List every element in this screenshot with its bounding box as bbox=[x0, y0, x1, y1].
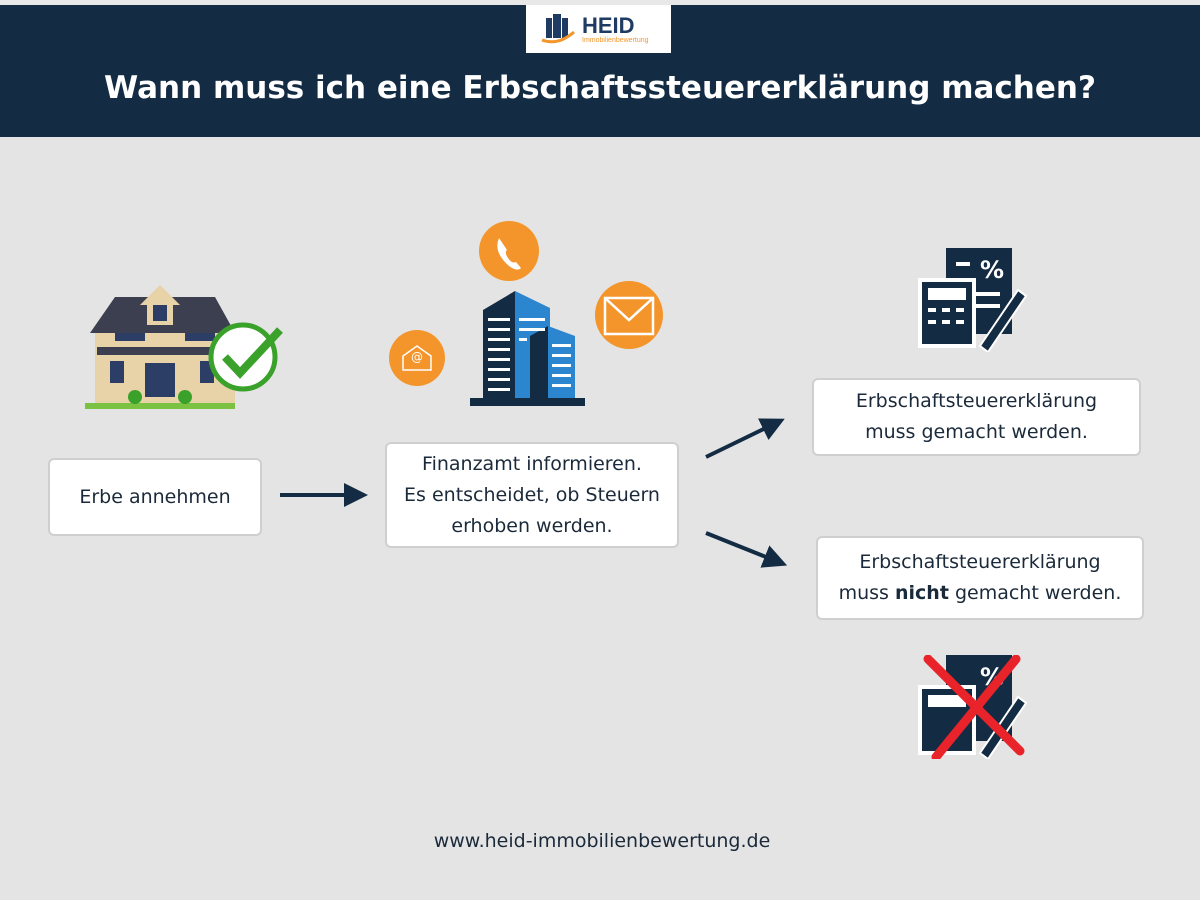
outcome-not-required-line2: muss nicht gemacht werden. bbox=[839, 578, 1122, 609]
step-accept-label: Erbe annehmen bbox=[79, 485, 231, 508]
red-cross-icon bbox=[923, 655, 1025, 759]
logo[interactable]: HEID Immobilienbewertung bbox=[526, 5, 671, 53]
logo-name: HEID bbox=[582, 12, 635, 38]
step-inform-line1: Finanzamt informieren. bbox=[422, 452, 642, 475]
email-icon: @ bbox=[389, 330, 445, 386]
logo-subtitle: Immobilienbewertung bbox=[582, 36, 649, 44]
envelope-icon bbox=[595, 281, 663, 349]
outcome-required-line2: muss gemacht werden. bbox=[865, 421, 1088, 443]
step-accept-inheritance: Erbe annehmen bbox=[48, 458, 262, 536]
outcome-not-required-line1: Erbschaftsteuererklärung bbox=[859, 551, 1101, 573]
step-inform-line3: erhoben werden. bbox=[451, 514, 613, 537]
arrow-to-no bbox=[705, 531, 788, 568]
outcome-not-required: Erbschaftsteuererklärung muss nicht gema… bbox=[816, 536, 1144, 620]
building-logo-icon bbox=[541, 14, 575, 44]
outcome-required-line1: Erbschaftsteuererklärung bbox=[855, 390, 1098, 412]
step-inform-line2: Es entscheidet, ob Steuern bbox=[404, 483, 660, 506]
svg-text:%: % bbox=[980, 256, 1004, 284]
text-post: gemacht werden. bbox=[948, 582, 1122, 604]
text-bold-nicht: nicht bbox=[895, 582, 949, 604]
outcome-required: Erbschaftsteuererklärung muss gemacht we… bbox=[812, 378, 1141, 456]
finanzamt-illustration: @ bbox=[389, 221, 663, 406]
arrow-to-yes bbox=[705, 418, 785, 459]
top-strip bbox=[0, 0, 1200, 5]
page-title: Wann muss ich eine Erbschaftssteuererklä… bbox=[104, 70, 1096, 106]
step-inform-finanzamt: Finanzamt informieren. Es entscheidet, o… bbox=[385, 442, 679, 548]
footer-url[interactable]: www.heid-immobilienbewertung.de bbox=[433, 830, 771, 852]
tax-form-calculator-icon: % bbox=[918, 248, 1028, 352]
house-check-icon bbox=[85, 285, 283, 409]
phone-icon bbox=[479, 221, 539, 281]
text-pre: muss bbox=[838, 582, 895, 604]
no-tax-form-icon: % bbox=[918, 655, 1028, 759]
svg-text:@: @ bbox=[411, 350, 423, 364]
